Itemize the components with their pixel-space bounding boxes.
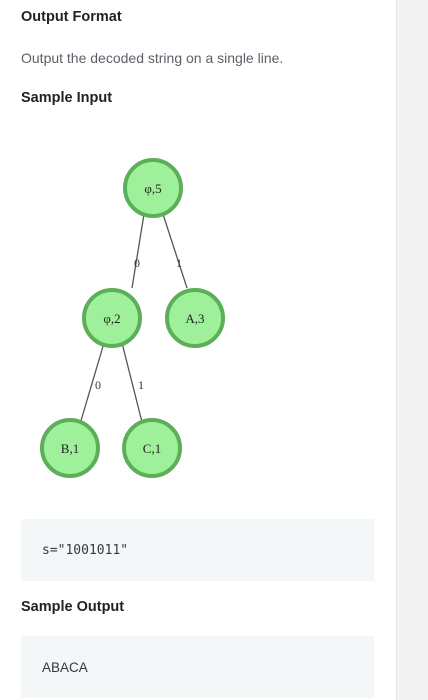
edge-root-right: [160, 207, 188, 289]
edge-left-left: [79, 342, 105, 425]
output-format-heading: Output Format: [21, 9, 122, 25]
node-left-right-label: C,1: [143, 441, 161, 456]
node-right-label: A,3: [185, 311, 204, 326]
sample-output-box: ABACA: [21, 636, 374, 698]
sample-input-code: s="1001011": [42, 542, 129, 558]
output-format-description: Output the decoded string on a single li…: [21, 50, 284, 66]
node-root-label: φ,5: [144, 181, 161, 196]
node-left-label: φ,2: [103, 311, 120, 326]
node-root: φ,5: [123, 158, 183, 218]
huffman-tree-diagram: 0 1 0 1 φ,5 φ,2 A,3 B,1 C,1: [40, 158, 225, 478]
node-left-left-label: B,1: [61, 441, 79, 456]
edge-label-left-left: 0: [95, 378, 101, 392]
node-left: φ,2: [82, 288, 142, 348]
node-left-left: B,1: [40, 418, 100, 478]
sample-output-value: ABACA: [42, 659, 88, 675]
edge-label-root-left: 0: [134, 256, 140, 270]
edge-root-left: [131, 207, 146, 289]
right-gutter: [396, 0, 428, 700]
node-right: A,3: [165, 288, 225, 348]
sample-output-heading: Sample Output: [21, 599, 125, 615]
node-left-right: C,1: [122, 418, 182, 478]
sample-input-heading: Sample Input: [21, 90, 113, 106]
edge-left-right: [121, 342, 143, 423]
sample-input-box: s="1001011": [21, 519, 374, 581]
edge-label-root-right: 1: [176, 256, 182, 270]
edge-label-left-right: 1: [138, 378, 144, 392]
